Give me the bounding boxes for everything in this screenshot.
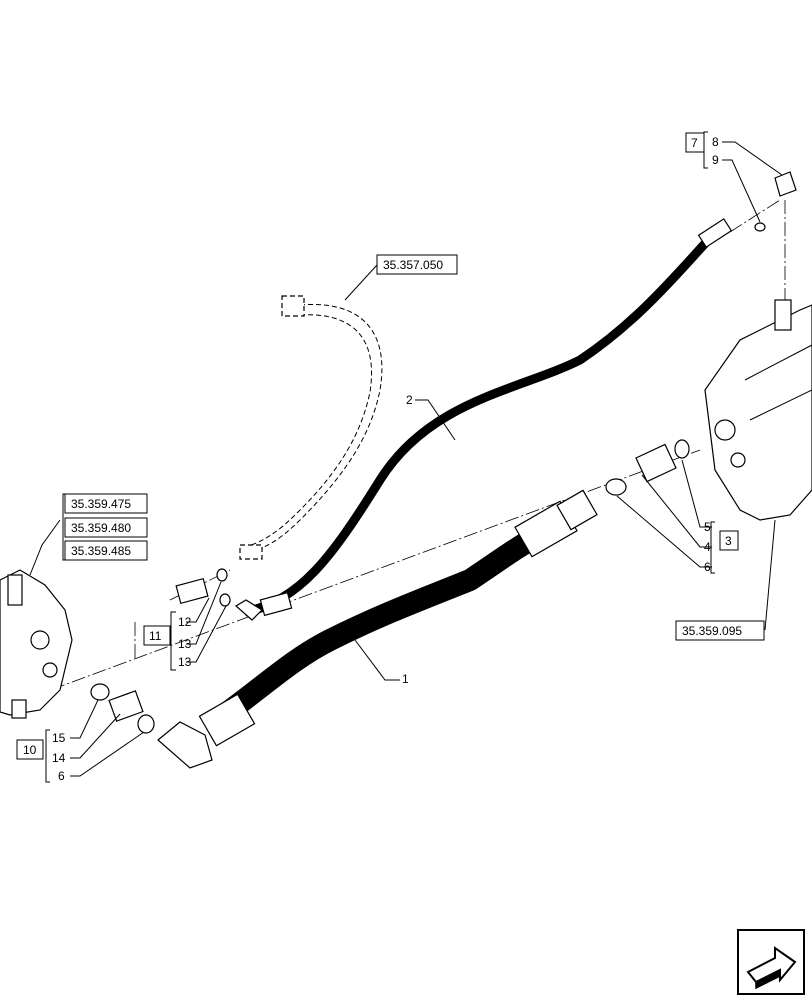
dashed-fitting-bottom — [239, 544, 263, 560]
callout-12: 12 — [178, 615, 192, 629]
adapter-4 — [635, 443, 677, 483]
ref-35-359-485[interactable]: 35.359.485 — [71, 544, 131, 558]
group-7: 7 — [691, 136, 698, 150]
callout-8: 8 — [712, 135, 719, 149]
hose-2 — [234, 218, 733, 621]
right-valve-block — [704, 299, 812, 521]
hose-1-elbow — [157, 721, 213, 769]
hose-2-fitting-lower — [259, 591, 293, 617]
group-box-7 — [685, 132, 705, 153]
group-10: 10 — [23, 743, 37, 757]
callout-4: 4 — [704, 540, 711, 554]
hose-1-nut-upper — [556, 489, 598, 531]
o-ring-15 — [90, 683, 110, 701]
ref-35-359-095[interactable]: 35.359.095 — [682, 624, 742, 638]
hose-2-fitting-upper — [697, 218, 733, 248]
ref-box-35-359-480[interactable] — [64, 517, 148, 538]
group-brackets — [45, 131, 715, 783]
group-3: 3 — [725, 534, 732, 548]
o-ring-5 — [674, 439, 690, 459]
o-ring-13-a — [216, 568, 228, 582]
o-ring-9 — [754, 222, 766, 232]
callout-6-left: 6 — [58, 769, 65, 783]
ref-35-359-480[interactable]: 35.359.480 — [71, 521, 131, 535]
centerline-upper — [729, 199, 781, 233]
centerline-lower — [9, 449, 701, 706]
o-ring-6-left — [137, 714, 155, 734]
elbow-fitting-8 — [774, 171, 797, 197]
o-ring-6-right — [605, 478, 627, 496]
adapter-14 — [108, 690, 144, 722]
ref-box-35-357-050[interactable] — [376, 254, 458, 275]
dashed-fitting-top — [281, 295, 305, 317]
group-11: 11 — [149, 629, 162, 643]
hose-1-crimp-lower — [198, 693, 256, 747]
ref-box-35-359-095[interactable] — [675, 620, 765, 641]
callout-1: 1 — [402, 672, 409, 686]
ref-box-35-359-485[interactable] — [64, 540, 148, 561]
group-box-10 — [16, 739, 44, 760]
leader-lines — [29, 141, 783, 777]
ref-35-359-475[interactable]: 35.359.475 — [71, 497, 131, 511]
callout-15: 15 — [52, 731, 66, 745]
hose-1 — [157, 489, 598, 769]
callout-9: 9 — [712, 153, 719, 167]
left-valve-block — [0, 569, 73, 719]
group-box-3 — [719, 530, 739, 551]
callout-2: 2 — [406, 393, 413, 407]
callout-14: 14 — [52, 751, 66, 765]
group-box-11 — [143, 625, 171, 646]
callout-13-b: 13 — [178, 655, 192, 669]
callout-13-a: 13 — [178, 637, 192, 651]
hose-2-elbow — [234, 599, 263, 621]
ref-box-35-359-475[interactable] — [64, 493, 148, 514]
adapter-12 — [175, 577, 209, 605]
reference-hose-dashed — [239, 295, 383, 560]
callout-5: 5 — [704, 520, 711, 534]
next-page-arrow-icon[interactable] — [737, 929, 805, 995]
o-ring-13-b — [219, 593, 231, 607]
ref-35-357-050[interactable]: 35.357.050 — [383, 258, 443, 272]
callout-6-right: 6 — [704, 560, 711, 574]
